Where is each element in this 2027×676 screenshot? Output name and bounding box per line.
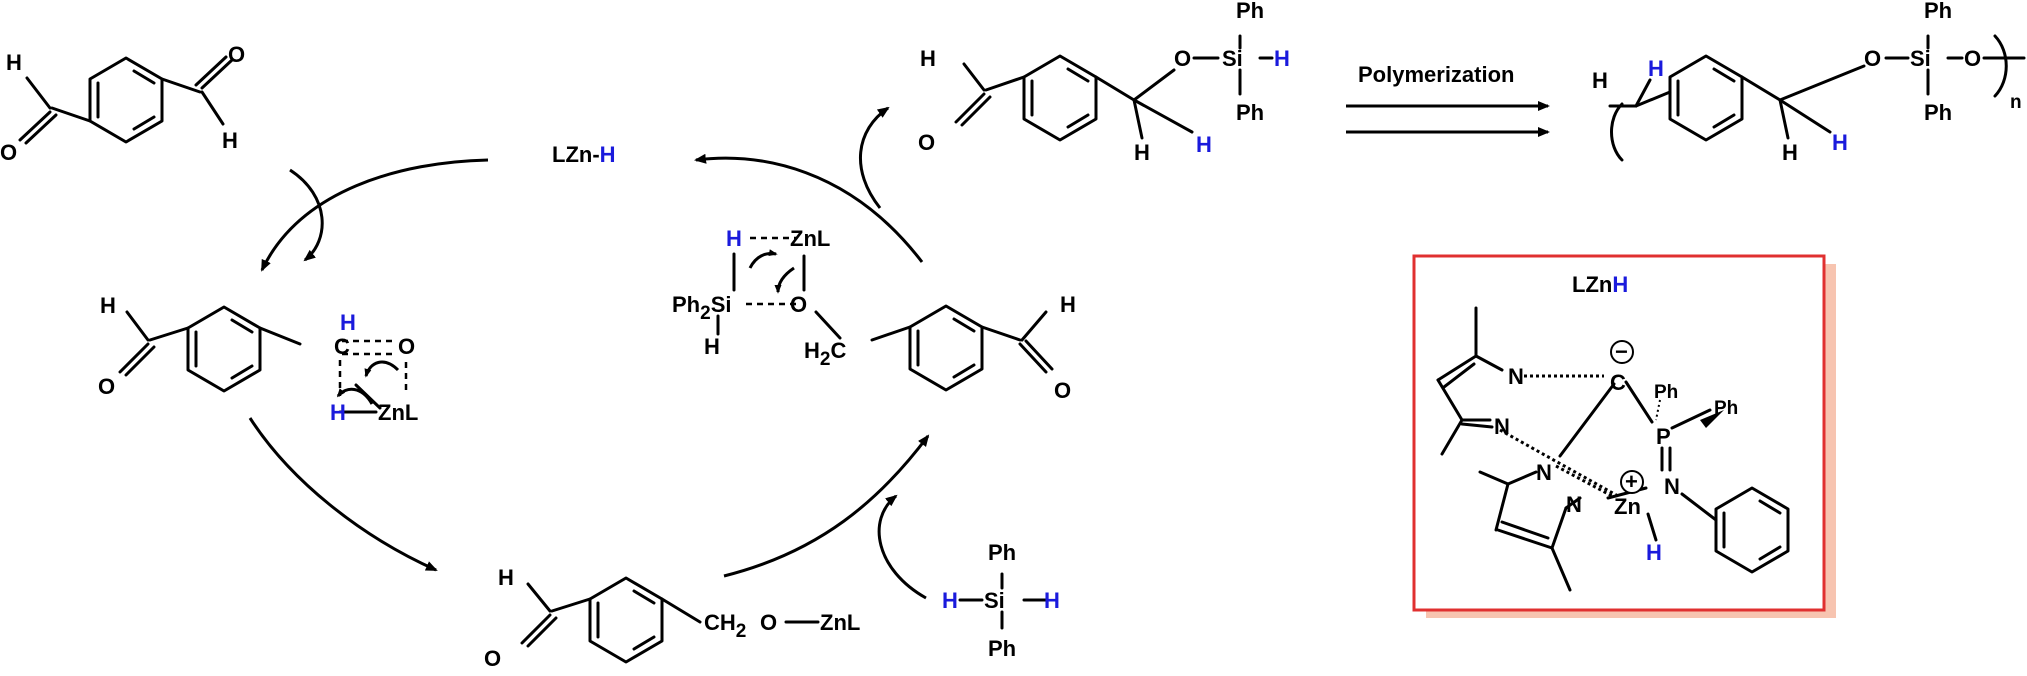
complex-zn: Zn bbox=[1614, 494, 1641, 519]
alk-znl: ZnL bbox=[820, 610, 860, 635]
complex-n-imine: N bbox=[1664, 474, 1680, 499]
complex-ph2: Ph bbox=[1714, 398, 1738, 419]
silane-h-left: H bbox=[942, 588, 958, 613]
tpa-h-left: H bbox=[6, 50, 22, 75]
catalyst-structure-box: LZnH bbox=[1412, 254, 1836, 618]
alk-o-ald: O bbox=[484, 646, 501, 671]
ts2-o-ald: O bbox=[1054, 378, 1071, 403]
silane-ph-top: Ph bbox=[988, 540, 1016, 565]
zinc-alkoxide: H O CH2 O ZnL bbox=[484, 565, 860, 671]
catalytic-cycle-arrows bbox=[248, 106, 930, 600]
alk-ch2: CH bbox=[704, 610, 736, 635]
ts1-h-on-c: H bbox=[340, 310, 356, 335]
ts2-ph2-sub: 2 bbox=[700, 303, 711, 324]
poly-h-c2: H bbox=[1832, 130, 1848, 155]
ts1-h-ald: H bbox=[100, 293, 116, 318]
polymerization-arrows: Polymerization bbox=[1346, 62, 1550, 137]
prod-h-c2: H bbox=[1196, 132, 1212, 157]
ts1-znl: ZnL bbox=[378, 400, 418, 425]
prod-h-c1: H bbox=[1134, 140, 1150, 165]
poly-ph-top: Ph bbox=[1924, 0, 1952, 23]
ts2-h-si: H bbox=[704, 334, 720, 359]
complex-phosphorus: P bbox=[1656, 424, 1671, 449]
prod-ph-bottom: Ph bbox=[1236, 100, 1264, 125]
silane-h-right: H bbox=[1044, 588, 1060, 613]
box-title-h: H bbox=[1612, 272, 1628, 297]
prod-si: Si bbox=[1222, 46, 1243, 71]
prod-h-ald: H bbox=[920, 46, 936, 71]
tpa-o-left: O bbox=[0, 140, 17, 165]
catalyst-lzn: LZn bbox=[552, 142, 592, 167]
prod-oxygen: O bbox=[1174, 46, 1191, 71]
poly-h-blue: H bbox=[1648, 56, 1664, 81]
poly-ph-bottom: Ph bbox=[1924, 100, 1952, 125]
box-frame bbox=[1412, 254, 1826, 612]
svg-text:H2C: H2C bbox=[804, 338, 846, 370]
poly-o1: O bbox=[1864, 46, 1881, 71]
metathesis-transition-state: H ZnL Ph2Si O H H2C H O bbox=[672, 226, 1076, 403]
silyl-ether-product: H O O Si Ph Ph H H H bbox=[918, 0, 1290, 165]
complex-n2: N bbox=[1494, 414, 1510, 439]
poly-h-c1: H bbox=[1782, 140, 1798, 165]
poly-o2: O bbox=[1964, 46, 1981, 71]
prod-o-ald: O bbox=[918, 130, 935, 155]
complex-ph1: Ph bbox=[1654, 382, 1678, 403]
complex-carbanion: C bbox=[1610, 370, 1626, 395]
poly-n-index: n bbox=[2010, 92, 2022, 113]
ts2-h2c-h: H bbox=[804, 338, 820, 363]
ts1-carbon: C bbox=[334, 334, 350, 359]
svg-text:LZnH: LZnH bbox=[1572, 272, 1628, 297]
complex-charge-minus: − bbox=[1615, 339, 1628, 364]
ts2-h2c-sub: 2 bbox=[820, 349, 831, 370]
poly-si: Si bbox=[1910, 46, 1931, 71]
svg-text:CH2: CH2 bbox=[704, 610, 746, 642]
prod-h-si: H bbox=[1274, 46, 1290, 71]
ts1-hydride: H bbox=[330, 400, 346, 425]
polysilylether-repeat-unit: H H O Si O Ph Ph H H n bbox=[1592, 0, 2026, 165]
silane-ph-bottom: Ph bbox=[988, 636, 1016, 661]
catalyst-label: LZn-H bbox=[552, 142, 616, 167]
polymerization-label: Polymerization bbox=[1358, 62, 1514, 87]
ts2-ph2: Ph bbox=[672, 292, 700, 317]
complex-h-zn: H bbox=[1646, 540, 1662, 565]
box-title-lzn: LZn bbox=[1572, 272, 1612, 297]
complex-n-top: N bbox=[1536, 460, 1552, 485]
diphenylsilane: Ph H Si H Ph bbox=[942, 540, 1060, 661]
tpa-o-right: O bbox=[228, 42, 245, 67]
complex-n-bot: N bbox=[1566, 492, 1582, 517]
ts2-si: Si bbox=[711, 292, 732, 317]
svg-text:Ph2Si: Ph2Si bbox=[672, 292, 732, 324]
tpa-h-right: H bbox=[222, 128, 238, 153]
ts2-oxygen: O bbox=[790, 292, 807, 317]
ts2-hydride: H bbox=[726, 226, 742, 251]
alk-oxygen: O bbox=[760, 610, 777, 635]
insertion-transition-state: H O H C O H ZnL bbox=[98, 293, 418, 425]
complex-n1: N bbox=[1508, 364, 1524, 389]
alk-ch2-sub: 2 bbox=[736, 621, 747, 642]
complex-charge-plus: + bbox=[1625, 469, 1638, 494]
ts2-h-ald: H bbox=[1060, 292, 1076, 317]
ts2-znl: ZnL bbox=[790, 226, 830, 251]
prod-ph-top: Ph bbox=[1236, 0, 1264, 23]
ts1-oxygen: O bbox=[398, 334, 415, 359]
terephthalaldehyde: H O H O bbox=[0, 42, 245, 165]
silane-si: Si bbox=[984, 588, 1005, 613]
poly-h-left: H bbox=[1592, 68, 1608, 93]
alk-h-ald: H bbox=[498, 565, 514, 590]
ts1-o-ald: O bbox=[98, 374, 115, 399]
catalyst-hydride: H bbox=[600, 142, 616, 167]
svg-text:LZn-H: LZn-H bbox=[552, 142, 616, 167]
ts2-h2c-c: C bbox=[830, 338, 846, 363]
